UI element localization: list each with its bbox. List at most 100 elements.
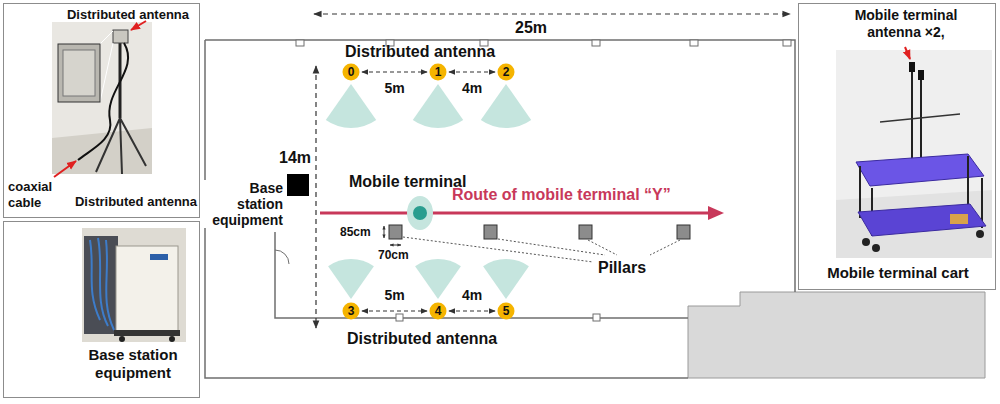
wheel <box>862 238 870 246</box>
photo-panel: Distributed antennacoaxial cableDistribu… <box>3 3 200 218</box>
equipment-rack <box>84 236 118 334</box>
antenna-marker <box>343 303 360 320</box>
pointer-arrow <box>54 161 76 177</box>
pillar <box>579 225 592 239</box>
antenna-box <box>113 30 128 43</box>
pillar <box>389 225 402 239</box>
wall-column <box>593 314 600 321</box>
zoom-line <box>100 31 113 102</box>
coaxial-cable <box>78 43 128 160</box>
antenna-number: 1 <box>429 63 447 81</box>
photo-background <box>82 228 186 342</box>
terminal-antenna <box>909 62 915 72</box>
panel-label: coaxial cable <box>8 179 62 210</box>
equipment-cabinet <box>116 246 178 332</box>
pointer-arrow <box>131 21 146 30</box>
terminal-antenna <box>918 70 924 80</box>
wall <box>275 232 688 318</box>
antenna-marker <box>498 64 515 81</box>
wall-column <box>783 40 791 46</box>
callout-number: 5 <box>497 302 515 320</box>
distance-arrow <box>449 310 495 311</box>
wall-column <box>296 40 304 46</box>
equipment-logo <box>150 254 168 260</box>
antenna-beam <box>328 259 374 299</box>
dimension-label: 4m <box>462 287 482 304</box>
wheel <box>119 336 125 342</box>
panel-ground <box>3 221 200 398</box>
dimension-arrow <box>314 13 790 14</box>
photo-background <box>836 50 992 258</box>
callout-number: 3 <box>342 302 360 320</box>
tripod-legs <box>96 118 146 174</box>
mobile-terminal <box>413 206 427 220</box>
pillar <box>484 225 497 239</box>
antenna-marker <box>430 303 447 320</box>
dimension-label: 5m <box>384 287 404 304</box>
antenna-closeup <box>63 50 95 96</box>
panel-label: Distributed antenna <box>66 194 197 210</box>
callout-number: 2 <box>497 63 515 81</box>
terminal-label: Mobile terminal <box>349 172 466 191</box>
panel-label: Base station equipment <box>72 346 194 382</box>
base-station-symbol <box>287 174 309 196</box>
antenna-marker <box>430 64 447 81</box>
terminal-beam <box>407 196 433 230</box>
route-arrow-head <box>708 206 724 220</box>
dimension-label: 85cm <box>340 225 371 239</box>
cart-shelf <box>858 204 986 236</box>
route-arrow <box>320 212 712 215</box>
antenna-beam <box>481 84 531 128</box>
wall-column <box>592 40 600 46</box>
door-arc <box>275 250 289 264</box>
antenna-beam <box>413 84 463 128</box>
panel-ground <box>798 3 996 290</box>
wall-column <box>690 40 698 46</box>
antenna-beam <box>415 259 461 299</box>
antenna-beam <box>326 84 376 128</box>
photo-panel: Mobile terminal antenna ×2,Mobile termin… <box>798 3 996 290</box>
antenna-closeup <box>58 44 100 102</box>
dimension-label: 5m <box>384 80 404 97</box>
pointer-arrow <box>905 47 910 59</box>
wheel <box>976 230 984 238</box>
antenna-number: 4 <box>429 302 447 320</box>
wheel <box>872 244 880 252</box>
antenna-beam <box>483 259 529 299</box>
route-label: Route of mobile terminal “Y” <box>452 185 671 204</box>
distance-arrow <box>449 71 495 72</box>
dimension-arrow <box>384 226 385 238</box>
equipment-base <box>114 330 180 336</box>
group-label: Distributed antenna <box>345 42 495 61</box>
callout-number: 1 <box>429 63 447 81</box>
dimension-arrow <box>390 245 401 246</box>
antenna-number: 5 <box>497 302 515 320</box>
dimension-label: 4m <box>462 80 482 97</box>
cart-load <box>950 214 968 224</box>
group-label: Distributed antenna <box>347 329 497 348</box>
panel-label: Distributed antenna <box>59 7 197 23</box>
wheel <box>169 336 175 342</box>
cables <box>90 238 114 330</box>
callout-number: 0 <box>342 63 360 81</box>
callout-number: 4 <box>429 302 447 320</box>
distance-arrow <box>362 310 427 311</box>
antenna-number: 0 <box>342 63 360 81</box>
panel-label: Mobile terminal cart <box>807 264 989 282</box>
photo-panel: Base station equipment <box>3 221 200 398</box>
dimension-label: 70cm <box>378 248 409 262</box>
pillar <box>677 225 690 239</box>
callout-label: Pillars <box>598 258 646 277</box>
wall-column <box>396 314 403 321</box>
cart-shelf <box>856 154 984 186</box>
equipment-label: Base station equipment <box>203 180 283 228</box>
antenna-marker <box>343 64 360 81</box>
dimension-arrow <box>315 66 316 328</box>
dimension-label: 25m <box>512 18 550 37</box>
leader-line <box>403 237 680 262</box>
panel-ground <box>3 3 200 218</box>
antenna-number: 2 <box>497 63 515 81</box>
distance-arrow <box>362 71 427 72</box>
wall <box>205 40 795 292</box>
antenna-mast <box>912 66 921 160</box>
